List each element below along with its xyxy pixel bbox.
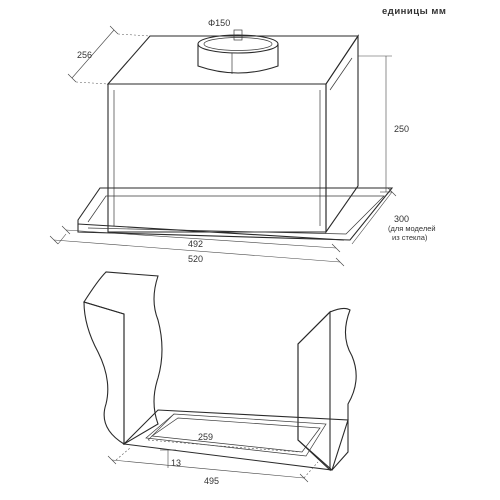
dim-cutout-width-label: 495 xyxy=(204,476,219,486)
cabinet-right-side xyxy=(297,307,357,471)
dim-width-outer-label: 520 xyxy=(188,254,203,264)
dim-cutout-width xyxy=(107,447,319,483)
dim-width-inner xyxy=(61,225,341,253)
dim-width-inner-label: 492 xyxy=(188,239,203,249)
cutout-opening-inner xyxy=(151,417,321,453)
hood-unit xyxy=(77,34,394,241)
hood-top-face xyxy=(106,35,360,85)
duct-diameter-label: Φ150 xyxy=(208,18,230,28)
hood-frame-inner xyxy=(87,195,385,235)
cutout-opening xyxy=(145,413,327,457)
hood-frame-front xyxy=(77,223,345,241)
dim-cutout-depth-label: 259 xyxy=(198,432,213,442)
duct-flap xyxy=(233,29,243,41)
hood-front-face xyxy=(107,83,327,233)
dim-width-outer xyxy=(49,233,345,267)
duct-collar xyxy=(197,29,279,74)
cabinet-left-side xyxy=(83,271,163,445)
hood-side-face xyxy=(325,34,359,234)
dim-depth-top-label: 256 xyxy=(77,50,92,60)
hood-side-shade xyxy=(329,57,353,91)
units-label: единицы мм xyxy=(382,6,446,17)
dim-glass-depth-label: 300 xyxy=(394,214,409,224)
cabinet-right-front xyxy=(297,310,331,472)
duct-body xyxy=(197,44,279,74)
dim-height-label: 250 xyxy=(394,124,409,134)
hood-frame-plate xyxy=(77,187,394,241)
cabinet-bottom xyxy=(122,409,349,471)
glass-note-line2: из стекла) xyxy=(392,233,428,242)
dim-glass-depth xyxy=(351,187,397,245)
dim-height xyxy=(358,55,392,193)
dim-cutout-offset-label: 13 xyxy=(171,458,181,468)
glass-note-line1: (для моделей xyxy=(388,224,436,233)
dim-cutout-depth xyxy=(147,413,301,453)
duct-inner-ellipse xyxy=(203,37,273,51)
cabinet-cutout xyxy=(83,271,357,472)
dim-depth-top xyxy=(67,25,151,85)
cabinet-left-front xyxy=(83,301,125,445)
